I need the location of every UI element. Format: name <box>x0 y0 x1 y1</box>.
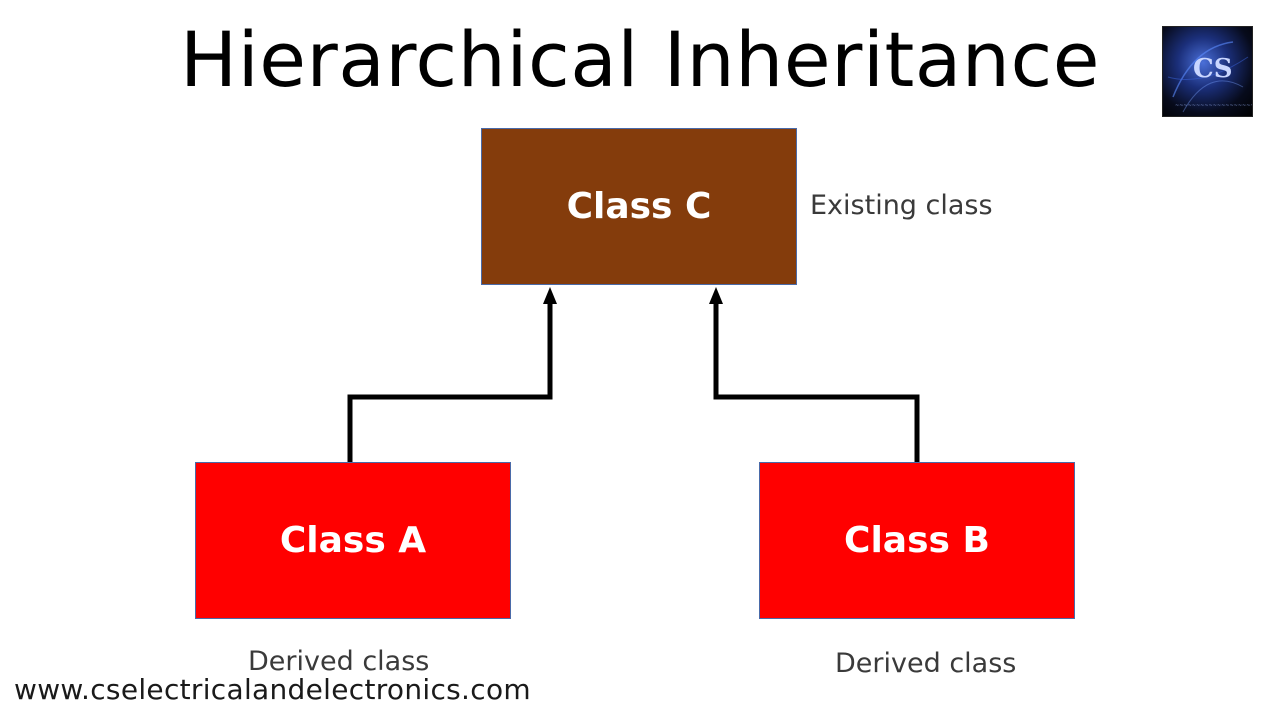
arrowhead-b-to-c <box>709 287 723 304</box>
logo-letter-c: CS <box>1193 54 1232 84</box>
class-b-box: Class B <box>759 462 1075 619</box>
edge-class-b-to-class-c <box>713 293 920 462</box>
class-a-label: Class A <box>279 520 427 561</box>
derived-class-note-b: Derived class <box>835 648 1017 679</box>
class-c-label: Class C <box>566 186 712 227</box>
cs-logo-graphic: CS ~~~~~~~~~~~~~~~~~~~ <box>1167 41 1252 113</box>
edge-class-a-to-class-c <box>347 293 553 462</box>
derived-class-note-a: Derived class <box>248 646 430 677</box>
cs-logo-icon: CS ~~~~~~~~~~~~~~~~~~~ <box>1162 26 1253 117</box>
svg-text:~~~~~~~~~~~~~~~~~~~: ~~~~~~~~~~~~~~~~~~~ <box>1175 103 1252 109</box>
class-a-box: Class A <box>195 462 511 619</box>
website-url: www.cselectricalandelectronics.com <box>14 673 531 706</box>
existing-class-note: Existing class <box>810 190 993 221</box>
arrowhead-a-to-c <box>543 287 557 304</box>
class-b-label: Class B <box>844 520 990 561</box>
class-c-box: Class C <box>481 128 797 285</box>
page-title: Hierarchical Inheritance <box>179 15 1101 104</box>
